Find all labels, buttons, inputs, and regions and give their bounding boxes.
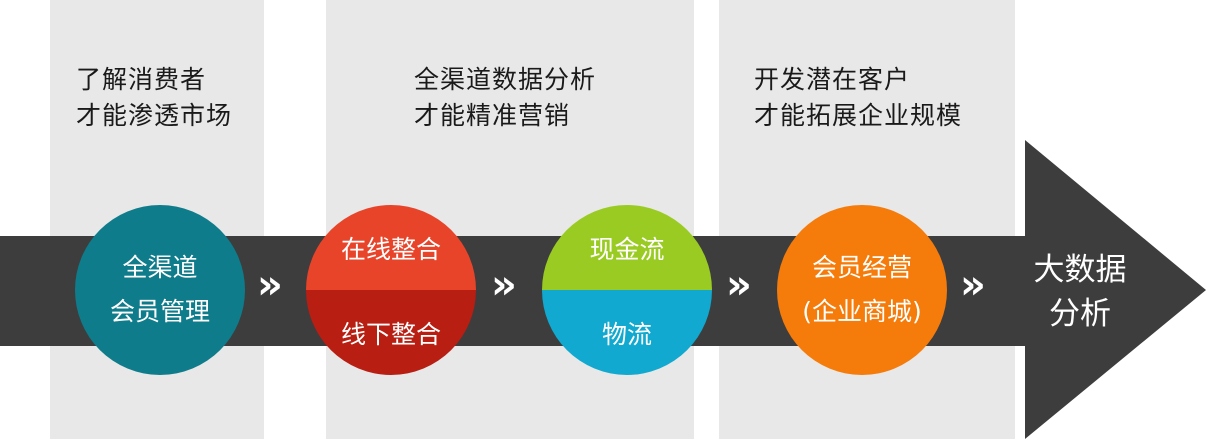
caption-line: 开发潜在客户	[754, 65, 911, 94]
double-chevron-icon: »	[257, 262, 283, 308]
circle-label: 线下整合	[340, 319, 441, 349]
circle-label: 全渠道	[122, 253, 198, 282]
circle-bottom-half: 线下整合	[306, 290, 476, 375]
circle-bottom-half: 物流	[542, 290, 712, 375]
caption-line: 才能渗透市场	[76, 101, 233, 130]
circle-label: 在线整合	[340, 234, 441, 264]
stage-circle-integration: 在线整合 线下整合	[306, 205, 476, 375]
caption-line: 全渠道数据分析	[414, 65, 597, 94]
stage-circle-member-operation: 会员经营 (企业商城)	[777, 205, 947, 375]
circle-label: 物流	[601, 319, 652, 349]
double-chevron-icon: »	[960, 262, 986, 308]
caption-line: 才能精准营销	[414, 101, 571, 130]
end-label-line: 分析	[1049, 296, 1111, 332]
circle-label: 会员经营	[811, 253, 912, 282]
panel-caption-3: 开发潜在客户 才能拓展企业规模	[754, 62, 962, 134]
arrow-end-label: 大数据 分析	[1028, 248, 1132, 336]
circle-label: 会员管理	[109, 297, 210, 326]
double-chevron-icon: »	[726, 262, 752, 308]
panel-caption-2: 全渠道数据分析 才能精准营销	[414, 62, 596, 134]
circle-top-half: 现金流	[542, 205, 712, 290]
double-chevron-icon: »	[491, 262, 517, 308]
caption-line: 了解消费者	[76, 65, 207, 94]
circle-label: (企业商城)	[802, 297, 922, 326]
circle-top-half: 在线整合	[306, 205, 476, 290]
end-label-line: 大数据	[1033, 252, 1127, 288]
panel-caption-1: 了解消费者 才能渗透市场	[76, 62, 232, 134]
caption-line: 才能拓展企业规模	[754, 101, 963, 130]
circle-label: 现金流	[589, 234, 665, 264]
stage-circle-flows: 现金流 物流	[542, 205, 712, 375]
stage-circle-member-management: 全渠道 会员管理	[75, 205, 245, 375]
